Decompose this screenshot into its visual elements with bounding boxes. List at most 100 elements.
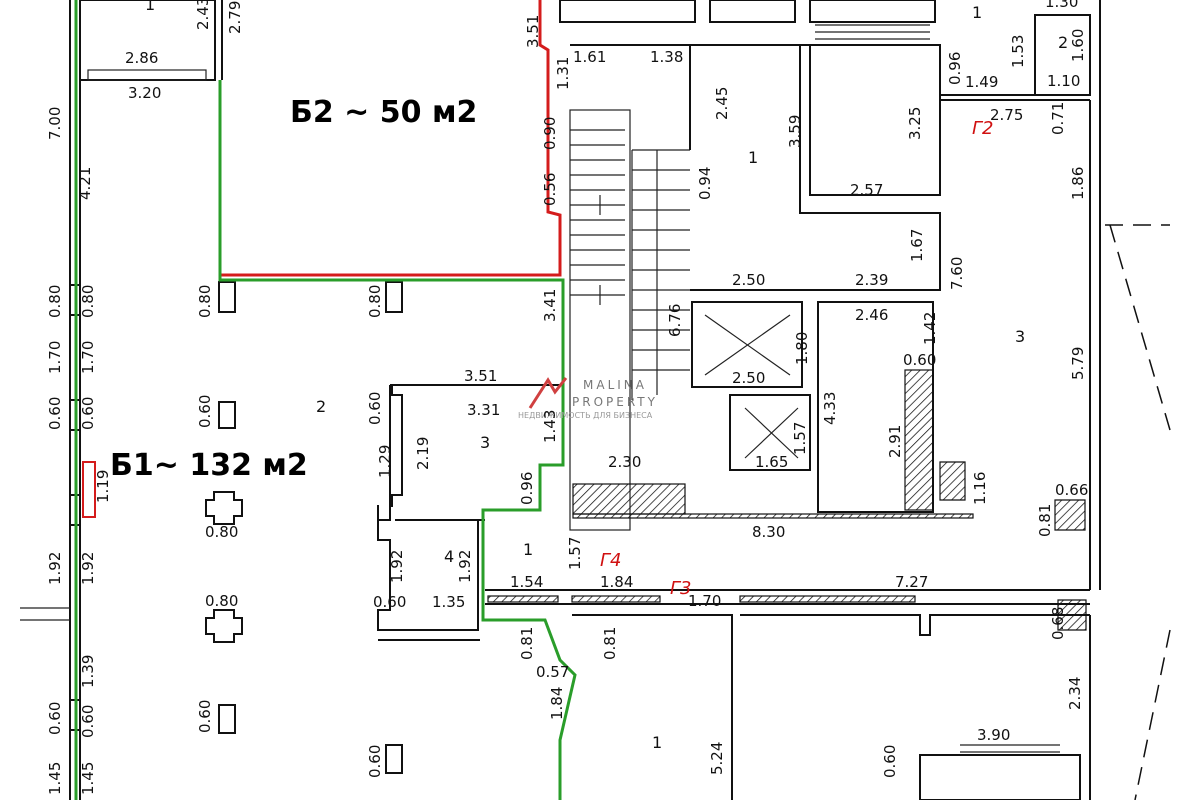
dimension-label: 1.10: [1047, 72, 1080, 90]
dimension-label: 2.45: [713, 87, 731, 120]
dimension-label: 1.19: [94, 470, 112, 503]
dimension-label: 1.80: [793, 332, 811, 365]
dimension-label: 7.27: [895, 573, 928, 591]
dimension-label: 1.92: [388, 550, 406, 583]
dimension-label: 3.41: [541, 289, 559, 322]
dimension-label: 0.80: [46, 285, 64, 318]
dimension-label: 0.60: [903, 351, 936, 369]
dimension-label: 2.50: [732, 369, 765, 387]
dimension-label: 0.80: [205, 592, 238, 610]
dimension-label: 4.21: [76, 167, 94, 200]
dimension-label: 1.43: [541, 410, 559, 443]
watermark-tagline: НЕДВИЖИМОСТЬ ДЛЯ БИЗНЕСА: [518, 411, 653, 420]
dimension-label: 0.60: [79, 705, 97, 738]
dimension-label: 0.81: [601, 627, 619, 660]
dimension-label: 1.38: [650, 48, 683, 66]
dimension-label: 1.54: [510, 573, 543, 591]
dimension-label: 1.92: [79, 552, 97, 585]
dimension-label: 4.33: [821, 392, 839, 425]
dimension-label: 2.57: [850, 181, 883, 199]
dimension-label: 2.75: [990, 106, 1023, 124]
axis-label-g3: Г3: [670, 578, 691, 599]
dimension-label: 8.30: [752, 523, 785, 541]
dimension-label: 2.86: [125, 49, 158, 67]
dimension-label: 1.45: [46, 762, 64, 795]
room-number: 1: [523, 540, 533, 559]
dimension-label: 3.31: [467, 401, 500, 419]
stair-treads-2: [632, 169, 690, 371]
dimension-label: 2.79: [226, 1, 244, 34]
dimension-label: 5.24: [708, 742, 726, 775]
dimension-label: 0.60: [46, 397, 64, 430]
dimension-label: 1.70: [79, 341, 97, 374]
dimension-label: 1.57: [791, 422, 809, 455]
dimension-label: 2.39: [855, 271, 888, 289]
room-number: 1: [972, 3, 982, 22]
dimension-label: 0.60: [196, 395, 214, 428]
zone-label-b2: Б2 ~ 50 м2: [290, 95, 477, 130]
dimension-label: 0.60: [373, 593, 406, 611]
room-number: 3: [480, 433, 490, 452]
dimension-label: 1.84: [548, 687, 566, 720]
room-number: 1: [145, 0, 155, 14]
dimension-label: 2.19: [414, 437, 432, 470]
dimension-label: 2.43: [194, 0, 212, 30]
watermark-logo: [528, 377, 568, 409]
zone-b1-outline: [74, 0, 577, 800]
dimension-label: 2.46: [855, 306, 888, 324]
axis-label-g4: Г4: [600, 550, 621, 571]
dimension-label: 0.57: [536, 663, 569, 681]
dimension-label: 0.94: [696, 167, 714, 200]
dimension-label: 1.16: [971, 472, 989, 505]
dimension-label: 1.45: [79, 762, 97, 795]
dimension-label: 0.66: [1055, 481, 1088, 499]
dimension-label: 1.29: [376, 445, 394, 478]
dimension-label: 5.79: [1069, 347, 1087, 380]
dimension-label: 1.92: [46, 552, 64, 585]
dimension-label: 0.60: [366, 745, 384, 778]
room-number: 1: [652, 733, 662, 752]
dimension-label: 0.80: [366, 285, 384, 318]
room-number: 3: [1015, 327, 1025, 346]
dimension-label: 3.59: [786, 115, 804, 148]
dimension-label: 0.90: [541, 117, 559, 150]
dimension-label: 1.31: [554, 57, 572, 90]
dimension-label: 0.80: [79, 285, 97, 318]
dimension-label: 0.80: [205, 523, 238, 541]
dimension-label: 1.35: [432, 593, 465, 611]
dimension-label: 7.00: [46, 107, 64, 140]
zone-label-b1: Б1~ 132 м2: [110, 448, 308, 483]
room-number: 2: [1058, 33, 1068, 52]
dimension-label: 2.50: [732, 271, 765, 289]
axis-label-g2: Г2: [972, 118, 993, 139]
dimension-label: 0.60: [881, 745, 899, 778]
dimension-label: 1.92: [456, 550, 474, 583]
dimension-label: 1.70: [46, 341, 64, 374]
dimension-label: 2.34: [1066, 677, 1084, 710]
dimension-label: 3.51: [464, 367, 497, 385]
dimension-label: 0.60: [46, 702, 64, 735]
walls: [20, 0, 1171, 800]
red-door-marker: [82, 461, 96, 518]
dimension-label: 7.60: [948, 257, 966, 290]
dimension-label: 1.84: [600, 573, 633, 591]
zone-b2-outline: [218, 0, 562, 277]
dimension-label: 2.30: [608, 453, 641, 471]
dimension-label: 1.65: [755, 453, 788, 471]
dimension-label: 3.51: [524, 15, 542, 48]
dimension-label: 0.56: [541, 173, 559, 206]
dimensions: 7.00 4.21 0.80 1.70 0.60 1.92 0.60 1.45 …: [46, 0, 1088, 795]
dimension-label: 2.91: [886, 425, 904, 458]
dimension-label: 1.39: [79, 655, 97, 688]
dimension-label: 0.71: [1049, 102, 1067, 135]
dimension-label: 0.68: [1049, 607, 1067, 640]
dimension-label: 0.81: [1036, 504, 1054, 537]
dimension-label: 1.86: [1069, 167, 1087, 200]
dimension-label: 0.96: [946, 52, 964, 85]
room-number: 4: [444, 547, 454, 566]
room-number: 2: [316, 397, 326, 416]
dimension-label: 0.60: [79, 397, 97, 430]
watermark: MALINA PROPERTY НЕДВИЖИМОСТЬ ДЛЯ БИЗНЕСА: [518, 377, 655, 420]
dimension-label: 0.81: [518, 627, 536, 660]
